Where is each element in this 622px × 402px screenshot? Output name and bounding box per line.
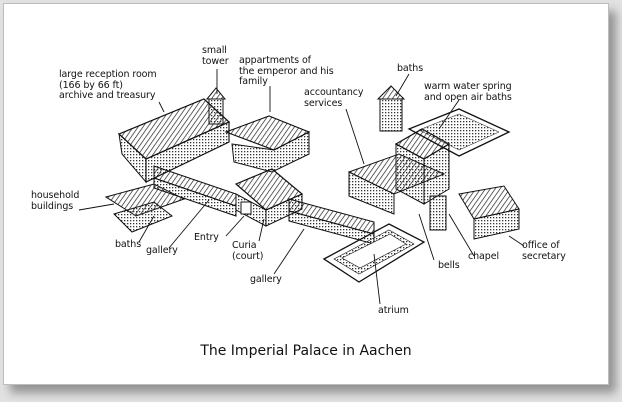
label-small-tower: small tower: [202, 45, 229, 67]
baths-tower: [376, 85, 406, 132]
label-office-secretary: office of secretary: [522, 240, 566, 262]
label-warm-water: warm water spring and open air baths: [424, 81, 512, 103]
secretary-office: [458, 185, 520, 240]
label-gallery-bottom: gallery: [250, 274, 282, 285]
label-baths-left: baths: [115, 239, 142, 250]
label-accountancy: accountancy services: [304, 87, 364, 109]
label-gallery-left: gallery: [146, 245, 178, 256]
label-household: household buildings: [31, 190, 80, 212]
label-curia: Curia (court): [232, 240, 264, 262]
label-baths-top: baths: [397, 63, 424, 74]
leader-lines: [78, 69, 525, 305]
figure-caption: The Imperial Palace in Aachen: [200, 343, 412, 359]
label-reception-room: large reception room (166 by 66 ft) arch…: [59, 69, 157, 101]
label-chapel: chapel: [468, 251, 499, 262]
chapel-complex: [394, 128, 451, 231]
apartments-block: [224, 115, 311, 173]
label-apartments: appartments of the emperor and his famil…: [239, 55, 334, 87]
label-bells: bells: [438, 260, 460, 271]
atrium-court: [322, 223, 426, 283]
gallery-long: [288, 198, 375, 245]
figure-card: large reception room (166 by 66 ft) arch…: [3, 3, 609, 385]
gallery-left: [153, 165, 237, 217]
small-tower: [205, 87, 227, 125]
reception-hall: [117, 98, 231, 184]
palace-drawing: [78, 69, 525, 305]
label-entry: Entry: [194, 232, 219, 243]
label-atrium: atrium: [378, 305, 409, 316]
